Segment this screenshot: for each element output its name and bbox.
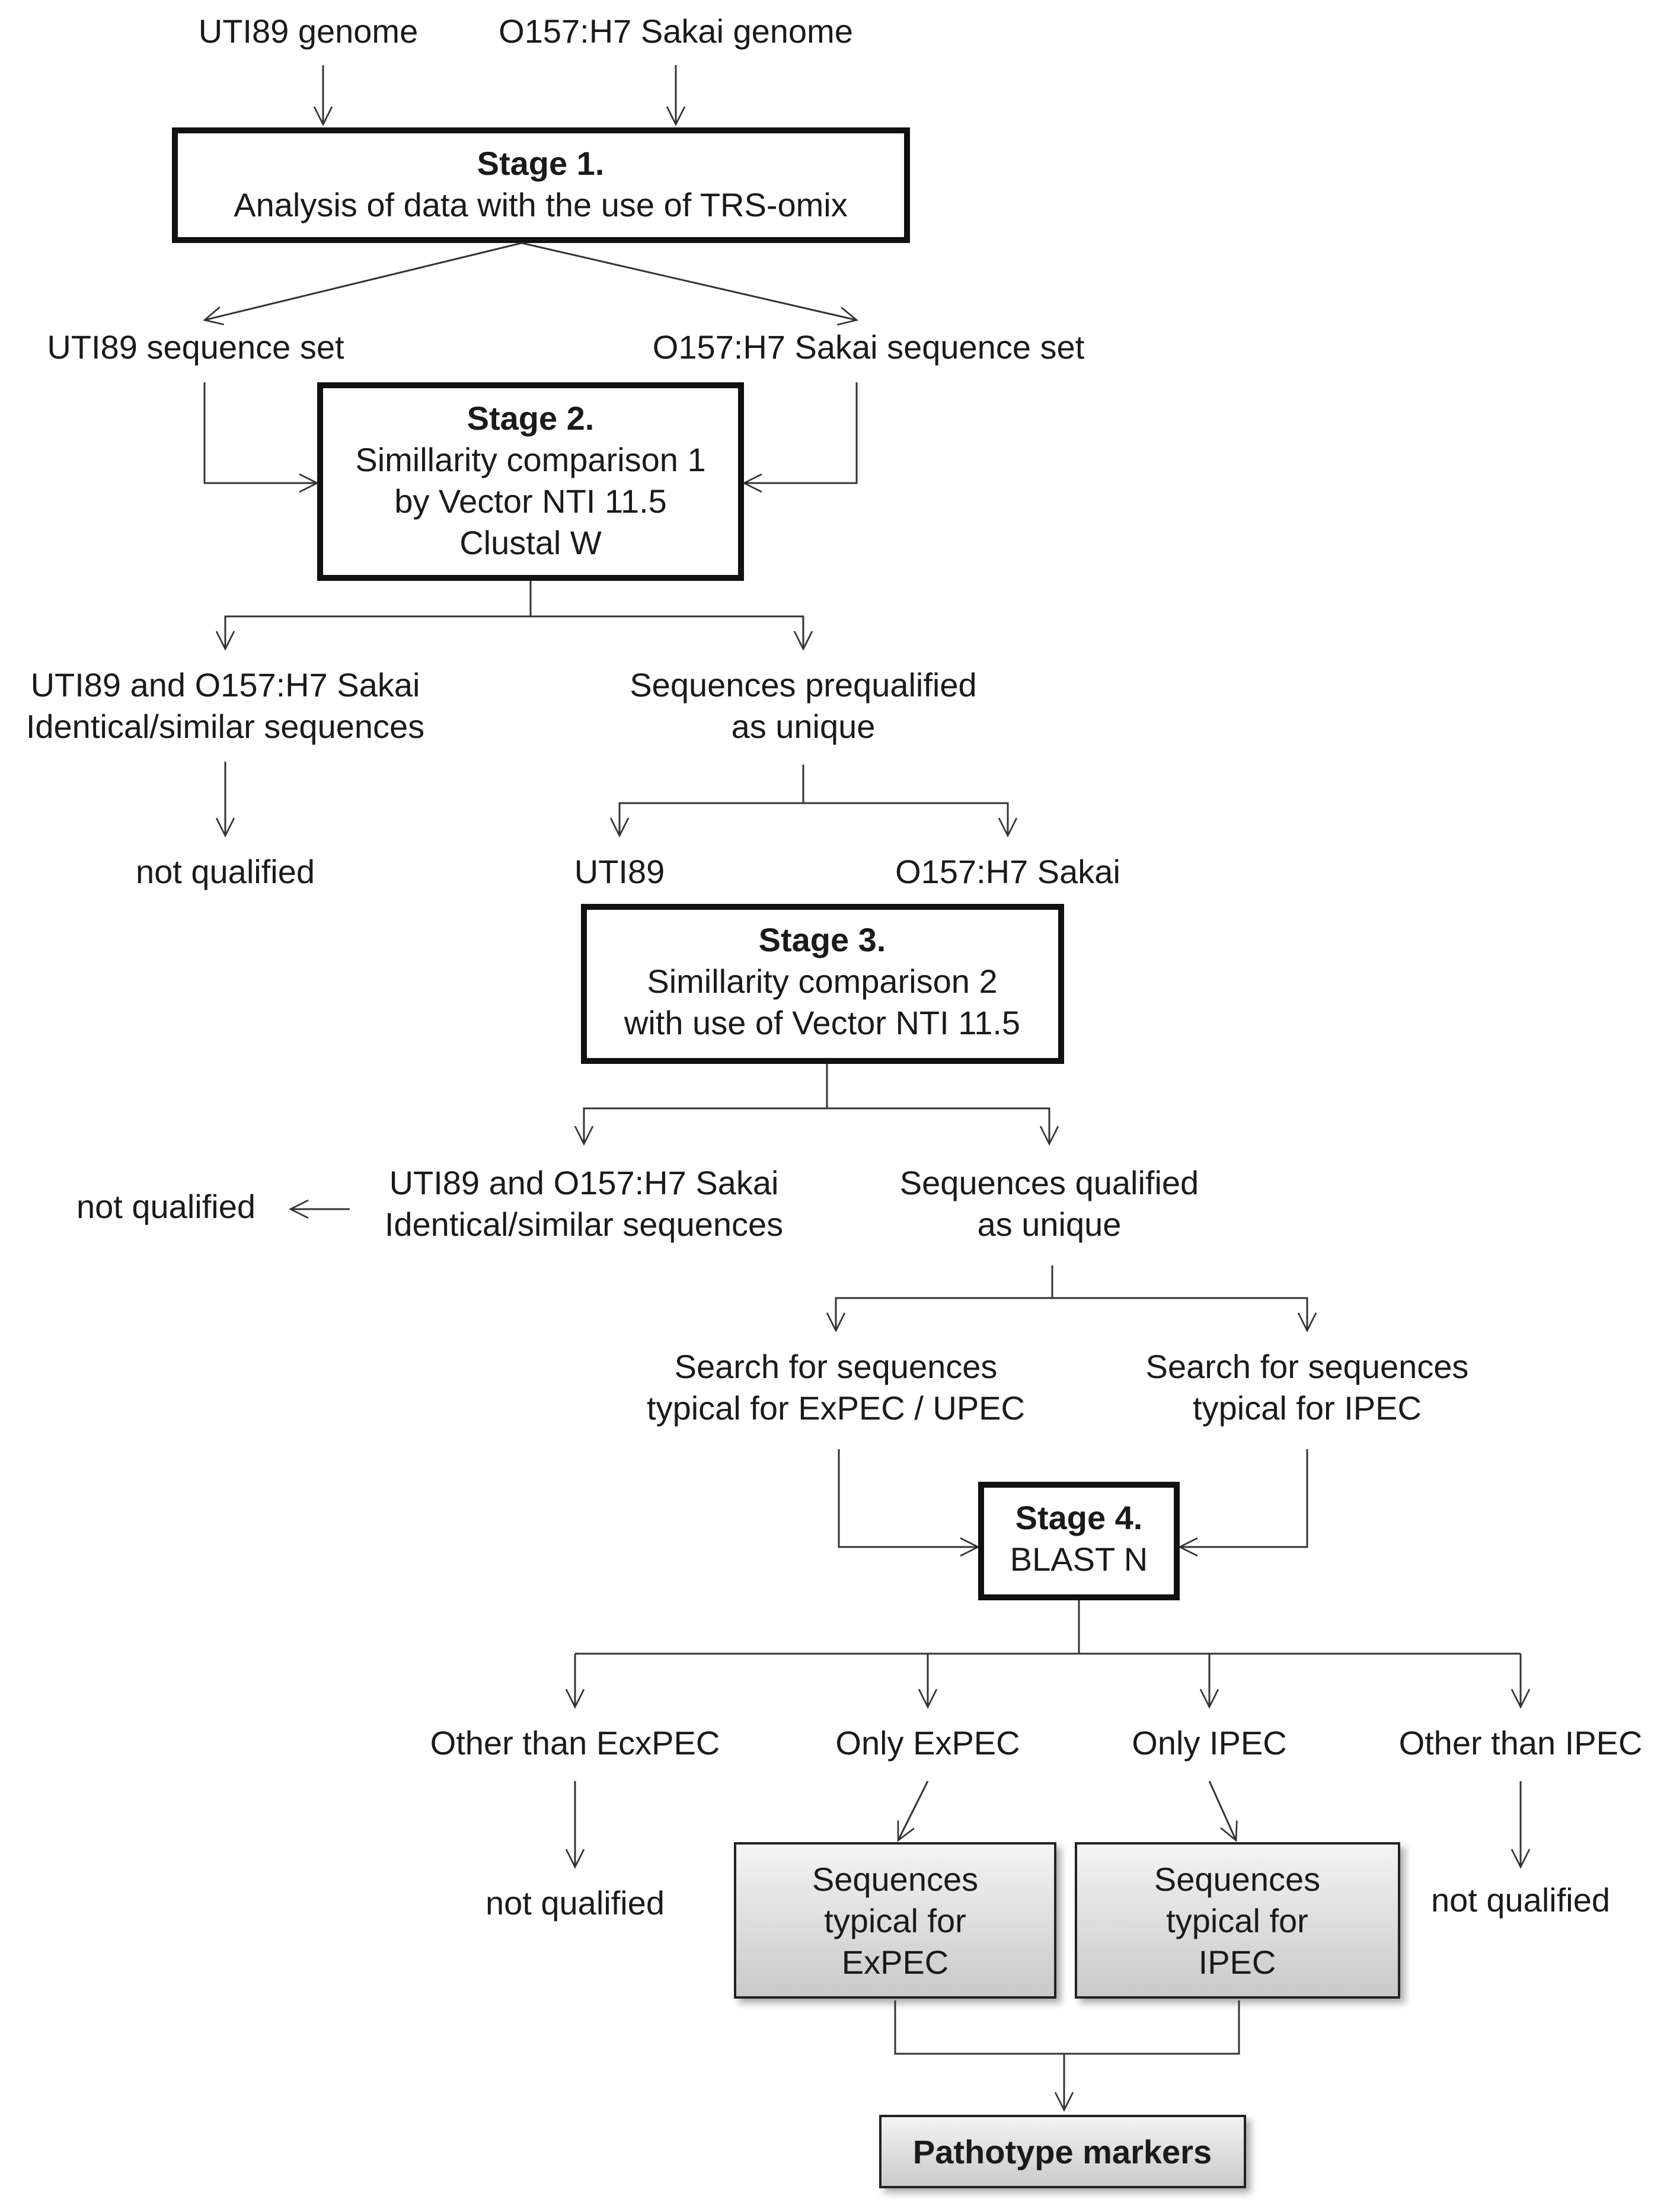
- typical-expec-box: [734, 1842, 1056, 1999]
- typical-expec-line2: typical for: [824, 1902, 966, 1939]
- uti89-sequence-set-label: UTI89 sequence set: [47, 328, 344, 366]
- stage4-title: Stage 4.: [1015, 1499, 1143, 1536]
- outcome-only-expec: Only ExPEC: [835, 1724, 1020, 1762]
- arrow-stage1-to-uti89-set: [205, 242, 522, 320]
- sakai-sequence-set-label: O157:H7 Sakai sequence set: [653, 328, 1085, 366]
- branch-stage2-split-right: [531, 615, 804, 649]
- arrow-search-ipec-to-stage4: [1180, 1449, 1308, 1547]
- typical-ipec-line3: IPEC: [1199, 1944, 1276, 1981]
- outcome-only-ipec: Only IPEC: [1132, 1724, 1286, 1762]
- pathotype-markers-box: [879, 2115, 1246, 2188]
- stage2-title: Stage 2.: [467, 399, 595, 437]
- stage2-line1: Simillarity comparison 1: [355, 441, 705, 478]
- typical-expec-line1: Sequences: [812, 1861, 978, 1898]
- split2-not-qualified: not qualified: [76, 1188, 256, 1225]
- sakai-genome-label: O157:H7 Sakai genome: [499, 12, 853, 50]
- search-expec-line1: Search for sequences: [675, 1348, 998, 1385]
- search-expec-line2: typical for ExPEC / UPEC: [647, 1389, 1025, 1427]
- split1-identical-line2: Identical/similar sequences: [26, 708, 424, 745]
- split2-identical-line2: Identical/similar sequences: [385, 1206, 783, 1243]
- unique1-uti89: UTI89: [574, 853, 665, 890]
- stage1-title: Stage 1.: [477, 145, 605, 182]
- arrow-stage1-to-sakai-set: [521, 242, 857, 320]
- search-ipec-line1: Search for sequences: [1146, 1348, 1469, 1385]
- uti89-genome-label: UTI89 genome: [199, 12, 418, 50]
- arrow-only-expec-to-typical: [898, 1781, 929, 1840]
- outcome-other-than-ipec: Other than IPEC: [1399, 1724, 1643, 1762]
- stage1-description: Analysis of data with the use of TRS-omi…: [234, 186, 847, 223]
- stage2-box: Stage 2. Simillarity comparison 1 by Vec…: [317, 382, 744, 581]
- search-ipec-line2: typical for IPEC: [1193, 1389, 1422, 1427]
- outcome-not-qualified-right: not qualified: [1431, 1881, 1610, 1919]
- branch-prequalified-left: [619, 765, 804, 836]
- branch-qualified-right: [1052, 1297, 1307, 1331]
- split1-prequalified-line2: as unique: [732, 708, 876, 745]
- branch-stage3-left: [584, 1064, 828, 1144]
- typical-ipec-line2: typical for: [1166, 1902, 1308, 1939]
- typical-expec-line3: ExPEC: [842, 1944, 949, 1981]
- arrow-only-ipec-to-typical: [1208, 1781, 1236, 1840]
- branch-stage2-split: [225, 581, 532, 649]
- stage3-line1: Simillarity comparison 2: [647, 963, 997, 1000]
- split2-qualified-line1: Sequences qualified: [900, 1164, 1199, 1201]
- typical-ipec-box: [1075, 1842, 1400, 1999]
- stage3-box: Stage 3. Simillarity comparison 2 with u…: [581, 904, 1064, 1064]
- split2-identical-line1: UTI89 and O157:H7 Sakai: [389, 1164, 779, 1201]
- arrow-search-expec-to-stage4: [838, 1449, 978, 1547]
- split1-prequalified-line1: Sequences prequalified: [630, 666, 976, 704]
- arrow-sakai-set-to-stage2: [744, 382, 858, 483]
- pathotype-markers-label: Pathotype markers: [913, 2133, 1212, 2171]
- join-typical-boxes: [894, 2000, 1240, 2055]
- stage3-title: Stage 3.: [759, 921, 886, 958]
- outcome-not-qualified-left: not qualified: [486, 1884, 665, 1922]
- stage3-line2: with use of Vector NTI 11.5: [624, 1004, 1020, 1041]
- outcome-other-than-expec: Other than EcxPEC: [430, 1724, 720, 1762]
- unique1-sakai: O157:H7 Sakai: [895, 853, 1120, 890]
- split2-qualified-line2: as unique: [978, 1206, 1122, 1243]
- split1-not-qualified: not qualified: [136, 853, 315, 890]
- split1-identical-line1: UTI89 and O157:H7 Sakai: [31, 666, 420, 704]
- arrow-uti89-set-to-stage2: [203, 382, 317, 483]
- branch-stage3-right: [827, 1107, 1049, 1144]
- branch-prequalified-right: [803, 802, 1008, 836]
- stage2-line2: by Vector NTI 11.5: [394, 482, 667, 520]
- stage4-line1: BLAST N: [1010, 1540, 1148, 1578]
- branch-qualified-left: [836, 1265, 1053, 1331]
- typical-ipec-line1: Sequences: [1154, 1861, 1320, 1898]
- stage1-box: Stage 1. Analysis of data with the use o…: [172, 127, 910, 243]
- stage4-box: Stage 4. BLAST N: [978, 1482, 1180, 1600]
- stage2-line3: Clustal W: [459, 524, 602, 561]
